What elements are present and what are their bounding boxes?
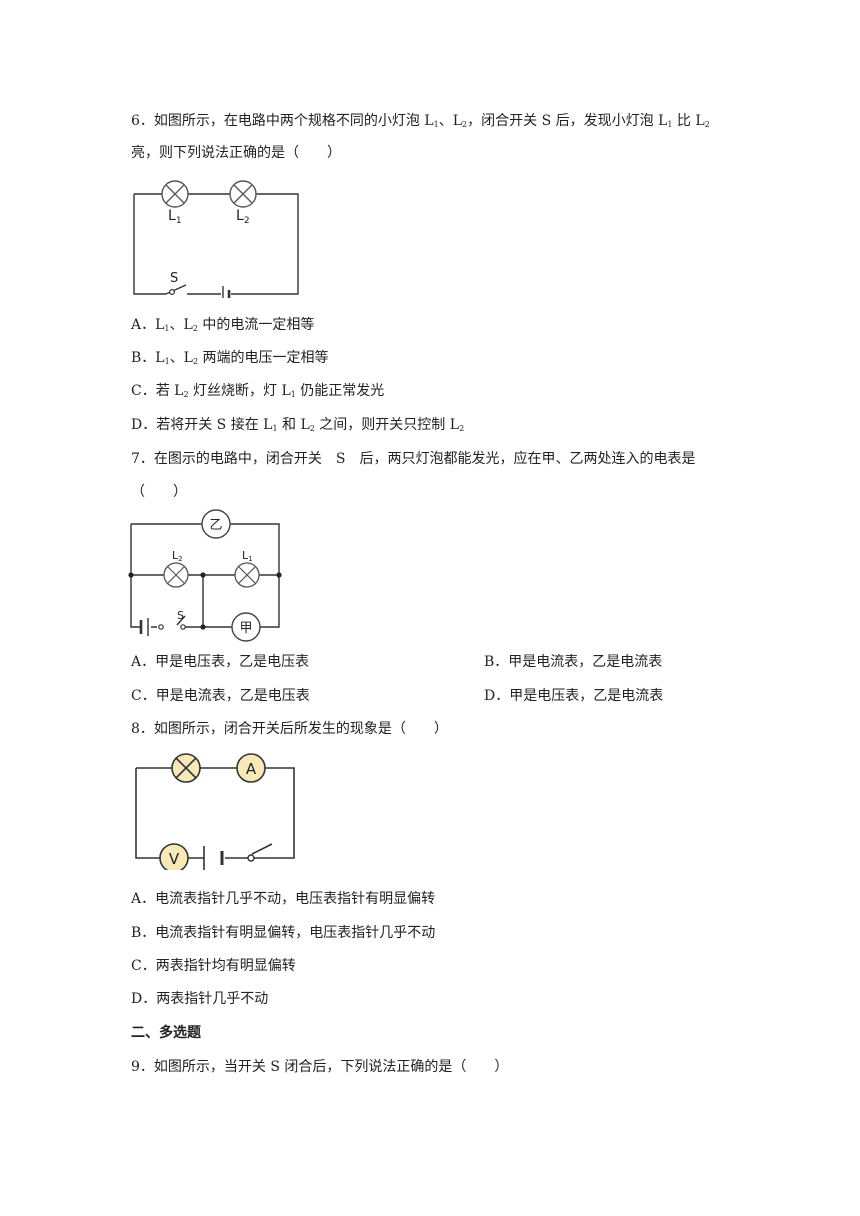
- q6-option-d: D．若将开关 S 接在 L1 和 L2 之间，则开关只控制 L2: [131, 416, 464, 438]
- q7-stem-line1: 7．在图示的电路中，闭合开关 S 后，两只灯泡都能发光，应在甲、乙两处连入的电表…: [131, 451, 696, 467]
- option-text: 仍能正常发光: [295, 383, 385, 399]
- q6-option-a: A．L1、L2 中的电流一定相等: [131, 316, 314, 338]
- q7-option-b: B．甲是电流表，乙是电流表: [484, 654, 663, 670]
- option-text: 中的电流一定相等: [197, 317, 315, 333]
- q6-stem-text: ，闭合开关 S 后，发现小灯泡 L: [467, 113, 668, 129]
- lamp-l1-icon: [161, 180, 189, 208]
- option-text: 和 L: [277, 417, 310, 433]
- option-text: 、L: [169, 350, 193, 366]
- subscript: 2: [192, 324, 198, 333]
- meter-jia-label: 甲: [239, 621, 252, 636]
- q7-option-c: C．甲是电流表，乙是电压表: [131, 688, 310, 704]
- q8-option-c: C．两表指针均有明显偏转: [131, 958, 296, 974]
- subscript: 2: [192, 357, 199, 366]
- subscript: 1: [272, 424, 278, 433]
- option-text: A．L: [131, 317, 165, 333]
- subscript: 2: [459, 424, 465, 433]
- lamp-l2-icon: [229, 180, 257, 208]
- section-heading: 二、多选题: [131, 1025, 201, 1041]
- q8-option-a: A．电流表指针几乎不动，电压表指针有明显偏转: [131, 891, 436, 907]
- label-l2: L2: [236, 208, 250, 226]
- q7-circuit-diagram: 乙 L2 L1 S 甲: [128, 509, 282, 642]
- q6-option-b: B．L1、L2 两端的电压一定相等: [131, 349, 329, 371]
- option-text: 两端的电压一定相等: [198, 350, 329, 366]
- subscript: 1: [164, 324, 170, 333]
- q6-stem-line1: 6．如图所示，在电路中两个规格不同的小灯泡 L1、L2，闭合开关 S 后，发现小…: [131, 112, 710, 134]
- meter-yi-icon: 乙: [201, 509, 231, 539]
- q7-option-a: A．甲是电压表，乙是电压表: [131, 654, 310, 670]
- label-l2: L2: [172, 549, 183, 563]
- subscript: 1: [433, 120, 439, 129]
- voltmeter-icon: V: [159, 843, 189, 870]
- option-text: 灯丝烧断，灯 L: [188, 383, 291, 399]
- subscript: 2: [183, 390, 189, 399]
- lamp-l2-icon: [163, 562, 189, 588]
- voltmeter-label: V: [169, 850, 180, 868]
- label-l1: L1: [168, 208, 182, 226]
- q8-circuit-diagram: A V: [135, 753, 295, 870]
- option-text: C．若 L: [131, 383, 184, 399]
- q9-stem: 9．如图所示，当开关 S 闭合后，下列说法正确的是（ ）: [131, 1059, 509, 1075]
- subscript: 1: [164, 357, 170, 366]
- label-switch: S: [177, 609, 184, 622]
- label-switch: S: [170, 271, 178, 286]
- subscript: 1: [667, 120, 673, 129]
- option-text: D．若将开关 S 接在 L: [131, 417, 273, 433]
- option-text: B．L: [131, 350, 165, 366]
- option-text: 、L: [169, 317, 193, 333]
- q7-option-d: D．甲是电压表，乙是电流表: [484, 688, 664, 704]
- q6-stem-line2: 亮，则下列说法正确的是（ ）: [131, 145, 341, 161]
- subscript: 2: [704, 120, 710, 129]
- q6-circuit-diagram: L1 L2 S: [133, 180, 299, 298]
- meter-yi-label: 乙: [209, 518, 222, 533]
- label-l1: L1: [242, 549, 253, 563]
- subscript: 1: [290, 390, 296, 399]
- lamp-l1-icon: [234, 562, 260, 588]
- q8-option-b: B．电流表指针有明显偏转，电压表指针几乎不动: [131, 925, 436, 941]
- q6-stem-text: 、L: [438, 113, 463, 129]
- lamp-icon: [171, 753, 201, 783]
- option-text: 之间，则开关只控制 L: [314, 417, 460, 433]
- q8-stem: 8．如图所示，闭合开关后所发生的现象是（ ）: [131, 721, 448, 737]
- q6-option-c: C．若 L2 灯丝烧断，灯 L1 仍能正常发光: [131, 382, 384, 404]
- q6-stem-text: 6．如图所示，在电路中两个规格不同的小灯泡 L: [131, 113, 434, 129]
- q7-stem-line2: （ ）: [131, 484, 187, 500]
- q6-stem-text: 比 L: [672, 113, 705, 129]
- meter-jia-icon: 甲: [231, 612, 261, 642]
- ammeter-label: A: [246, 760, 257, 778]
- q8-option-d: D．两表指针几乎不动: [131, 991, 269, 1007]
- subscript: 2: [309, 424, 315, 433]
- subscript: 2: [462, 120, 468, 129]
- ammeter-icon: A: [236, 753, 266, 783]
